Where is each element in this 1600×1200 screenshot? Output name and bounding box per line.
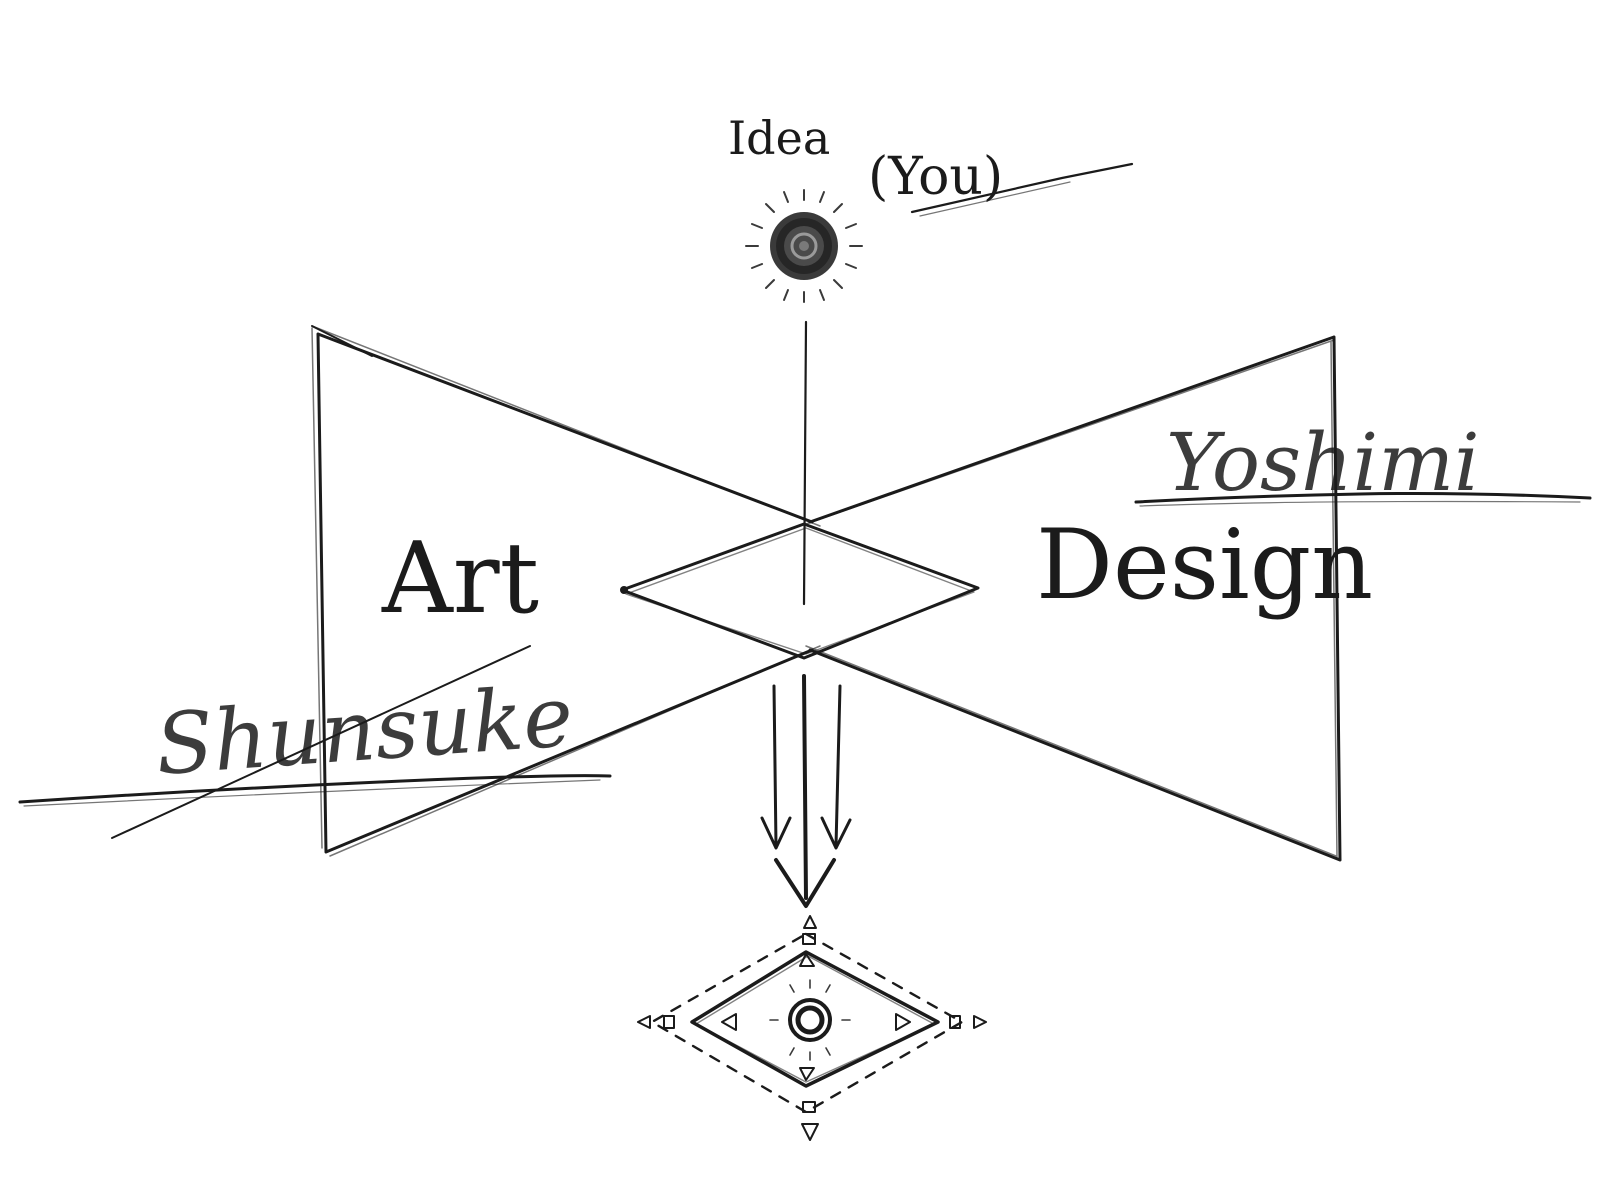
idea-label: Idea xyxy=(728,111,830,165)
center-diamond xyxy=(620,522,980,660)
radiating-sun-icon xyxy=(745,189,863,303)
idea-connector-line xyxy=(802,320,808,606)
triple-down-arrow-icon xyxy=(760,674,852,908)
you-underline xyxy=(910,162,1134,217)
shunsuke-underline xyxy=(18,645,612,839)
eye-diamond-icon xyxy=(637,915,987,1141)
you-label: (You) xyxy=(868,147,1003,207)
design-panel xyxy=(805,335,1342,862)
yoshimi-underline xyxy=(1134,492,1592,507)
art-label: Art xyxy=(381,522,539,636)
art-panel xyxy=(311,325,821,857)
design-label: Design xyxy=(1036,509,1373,621)
